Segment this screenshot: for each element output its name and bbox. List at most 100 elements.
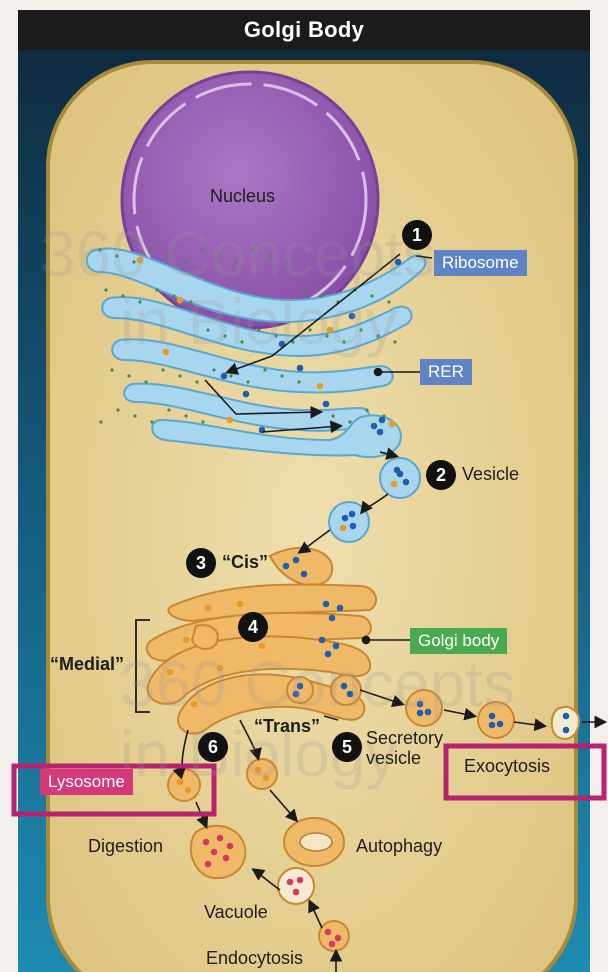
ribosome-speck: [229, 374, 232, 377]
molecule-dot: [341, 683, 348, 690]
molecule-dot: [227, 417, 234, 424]
vacuole-label: Vacuole: [204, 902, 268, 923]
ribosome-speck: [116, 408, 119, 411]
rer-tag: RER: [420, 359, 472, 385]
molecule-dot: [563, 713, 570, 720]
molecule-dot: [329, 615, 336, 622]
ribosome-speck: [212, 368, 215, 371]
ribosome-speck: [104, 288, 107, 291]
ribosome-speck: [144, 380, 147, 383]
ribosome-speck: [251, 248, 254, 251]
ribosome-speck: [200, 248, 203, 251]
molecule-dot: [287, 879, 294, 886]
ribosome-speck: [331, 414, 334, 417]
molecule-dot: [395, 259, 402, 266]
step-6-badge: 6: [198, 732, 228, 762]
molecule-dot: [205, 861, 212, 868]
molecule-dot: [349, 313, 356, 320]
molecule-dot: [167, 669, 174, 676]
ribosome-speck: [370, 294, 373, 297]
ribosome-speck: [155, 288, 158, 291]
ribosome-speck: [110, 368, 113, 371]
molecule-dot: [297, 683, 304, 690]
molecule-dot: [325, 929, 332, 936]
molecule-dot: [177, 297, 184, 304]
vacuole-shape: [278, 868, 314, 904]
ribosome-speck: [234, 260, 237, 263]
ribosome-speck: [257, 328, 260, 331]
molecule-dot: [323, 601, 330, 608]
step-1-badge: 1: [402, 220, 432, 250]
digestion-label: Digestion: [88, 836, 163, 857]
step-2-badge: 2: [426, 460, 456, 490]
molecule-dot: [325, 651, 332, 658]
medial-label: “Medial”: [50, 654, 124, 675]
ribosome-speck: [268, 254, 271, 257]
molecule-dot: [227, 843, 234, 850]
ribosome-speck: [189, 300, 192, 303]
ribosome-speck: [166, 254, 169, 257]
nucleus-label: Nucleus: [210, 186, 275, 207]
ribosome-speck: [348, 420, 351, 423]
molecule-dot: [371, 423, 378, 430]
molecule-dot: [329, 941, 336, 948]
exocytosis-label: Exocytosis: [464, 756, 550, 777]
molecule-dot: [293, 889, 300, 896]
molecule-dot: [379, 417, 386, 424]
ribosome-speck: [150, 420, 153, 423]
lysosome-tag: Lysosome: [40, 769, 133, 795]
molecule-dot: [293, 691, 300, 698]
molecule-dot: [137, 257, 144, 264]
molecule-dot: [217, 835, 224, 842]
endocytosis-label: Endocytosis: [206, 948, 303, 969]
ribosome-speck: [263, 368, 266, 371]
molecule-dot: [347, 691, 354, 698]
page-title: Golgi Body: [18, 10, 590, 50]
molecule-dot: [301, 571, 308, 578]
molecule-dot: [342, 515, 349, 522]
molecule-dot: [391, 481, 398, 488]
molecule-dot: [394, 467, 401, 474]
ribosome-speck: [342, 340, 345, 343]
ribosome-speck: [285, 260, 288, 263]
molecule-dot: [417, 701, 424, 708]
ribosome-speck: [206, 328, 209, 331]
ribosome-speck: [246, 380, 249, 383]
molecule-dot: [211, 849, 218, 856]
golgi-body-tag: Golgi body: [410, 628, 507, 654]
vesicle-label: Vesicle: [462, 464, 519, 485]
molecule-dot: [319, 637, 326, 644]
ribosome-speck: [308, 328, 311, 331]
molecule-dot: [337, 605, 344, 612]
molecule-dot: [333, 643, 340, 650]
ribosome-speck: [99, 420, 102, 423]
ribosome-speck: [240, 340, 243, 343]
molecule-dot: [191, 701, 198, 708]
ribosome-speck: [161, 368, 164, 371]
molecule-dot: [323, 401, 330, 408]
molecule-dot: [497, 721, 504, 728]
molecule-dot: [489, 722, 496, 729]
molecule-dot: [389, 421, 396, 428]
molecule-dot: [283, 563, 290, 570]
ribosome-speck: [167, 408, 170, 411]
ribosome-speck: [314, 408, 317, 411]
molecule-dot: [340, 525, 347, 532]
ribosome-speck: [382, 414, 385, 417]
step-3-badge: 3: [186, 548, 216, 578]
ribosome-tag: Ribosome: [434, 250, 527, 276]
autophagy-label: Autophagy: [356, 836, 442, 857]
molecule-dot: [243, 391, 250, 398]
ribosome-speck: [325, 334, 328, 337]
molecule-dot: [563, 727, 570, 734]
ribosome-speck: [98, 248, 101, 251]
molecule-dot: [425, 709, 432, 716]
molecule-dot: [293, 557, 300, 564]
molecule-dot: [489, 713, 496, 720]
ribosome-speck: [387, 300, 390, 303]
molecule-dot: [377, 429, 384, 436]
step-5-badge: 5: [332, 732, 362, 762]
ribosome-speck: [280, 374, 283, 377]
